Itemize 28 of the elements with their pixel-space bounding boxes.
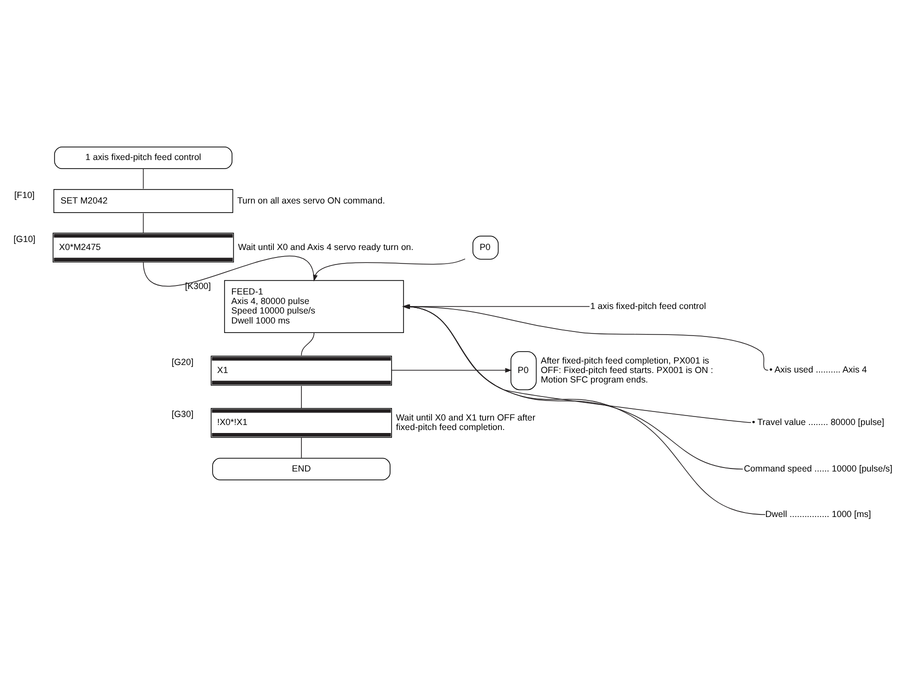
arrow xyxy=(390,368,512,373)
node-box: SET M2042 xyxy=(53,189,234,213)
node-box: P0 xyxy=(510,351,537,390)
node-text: Command speed ...... 10000 [pulse/s] xyxy=(744,463,892,474)
node-label: Wait until X0 and Axis 4 servo ready turn on. xyxy=(238,242,414,252)
connector xyxy=(301,386,302,408)
connector xyxy=(301,332,314,356)
node-text: Dwell ................ 1000 [ms] xyxy=(765,508,872,519)
node-box: P0 xyxy=(472,236,499,260)
connector xyxy=(142,212,144,234)
connector xyxy=(142,168,144,190)
node-label: After fixed-pitch feed completion, PX001 is OFF: Fixed-pitch feed starts. PX001 is ON : Motion SFC program ends. xyxy=(540,355,714,385)
node-box: END xyxy=(212,458,390,480)
node-label: [G10] xyxy=(14,234,36,244)
connector xyxy=(301,436,302,458)
node-text: 1 axis fixed-pitch feed control xyxy=(590,300,706,311)
node-box: FEED-1 Axis 4, 80000 pulse Speed 10000 pulse/s Dwell 1000 ms xyxy=(224,280,404,334)
node-label: [K300] xyxy=(185,281,211,292)
node-label: [F10] xyxy=(14,190,35,200)
connector xyxy=(142,256,314,287)
node-label: Wait until X0 and X1 turn OFF after fixed-pitch feed completion. xyxy=(396,412,536,432)
node-box: 1 axis fixed-pitch feed control xyxy=(54,146,232,169)
node-label: [G20] xyxy=(172,356,194,367)
node-text: • Travel value ........ 80000 [pulse] xyxy=(752,416,884,427)
node-label: Turn on all axes servo ON command. xyxy=(237,195,385,206)
node-text: • Axis used .......... Axis 4 xyxy=(769,364,867,375)
arrow xyxy=(313,258,466,282)
node-label: [G30] xyxy=(172,408,194,419)
